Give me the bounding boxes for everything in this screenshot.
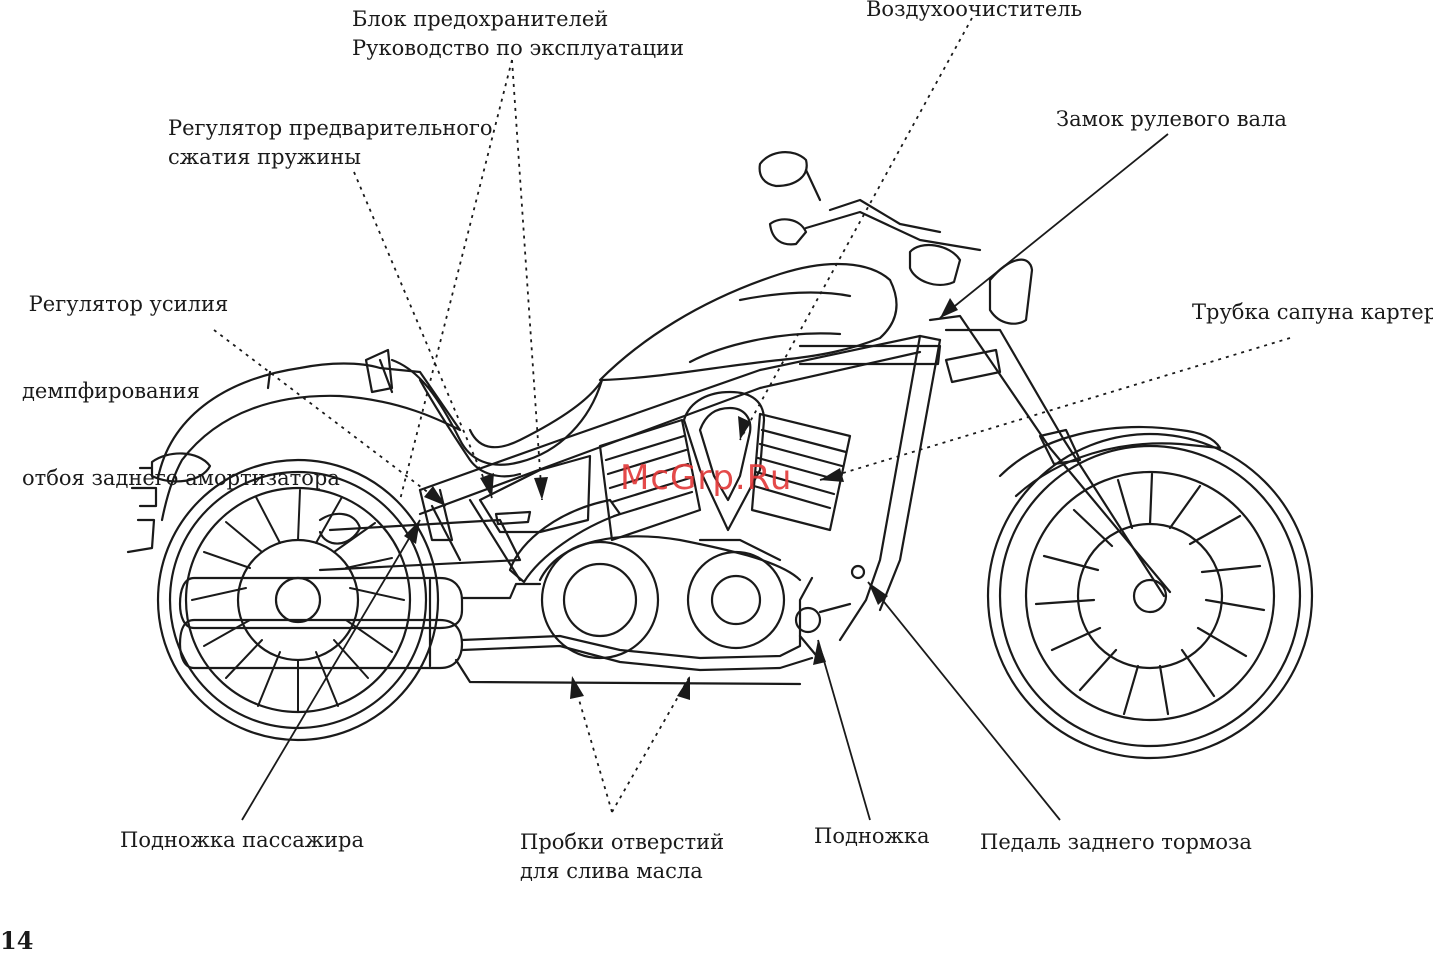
label-spring-preload-line1: Регулятор предварительного bbox=[168, 116, 493, 140]
label-drain-line1: Пробки отверстий bbox=[520, 830, 725, 854]
label-rear-brake-pedal: Педаль заднего тормоза bbox=[980, 828, 1252, 857]
leader-spring-preload bbox=[353, 171, 493, 499]
leader-breather bbox=[819, 337, 1291, 481]
leader-air-cleaner bbox=[739, 17, 973, 441]
label-breather-text: Трубка сапуна картера bbox=[1192, 300, 1433, 324]
engine bbox=[508, 390, 852, 660]
label-fuse-box: Блок предохранителей Руководство по эксп… bbox=[352, 5, 684, 63]
label-footpeg-text: Подножка bbox=[814, 824, 930, 848]
front-fender bbox=[998, 426, 1222, 498]
rear-wheel bbox=[156, 458, 440, 742]
mirror bbox=[758, 151, 808, 188]
page-number: 14 bbox=[0, 926, 34, 955]
label-rebound-line2: демпфирования bbox=[22, 379, 200, 403]
exhaust bbox=[178, 576, 814, 686]
leader-brake-pedal bbox=[867, 581, 1061, 821]
label-spring-preload-line2: сжатия пружины bbox=[168, 145, 361, 169]
footpeg-shape bbox=[794, 606, 822, 634]
leader-rebound bbox=[213, 329, 447, 507]
leader-drain-2 bbox=[611, 675, 691, 813]
label-rebound-line1: Регулятор усилия bbox=[22, 292, 229, 316]
leader-steering-lock bbox=[939, 133, 1169, 319]
label-rebound-line3: отбоя заднего амортизатора bbox=[22, 466, 340, 490]
label-drain-line2: для слива масла bbox=[520, 859, 703, 883]
label-spring-preload: Регулятор предварительного сжатия пружин… bbox=[168, 114, 493, 172]
label-footpeg: Подножка bbox=[814, 822, 930, 851]
leader-fuse-box-1 bbox=[511, 59, 543, 501]
rear-fender bbox=[156, 362, 462, 522]
seat bbox=[390, 358, 604, 466]
label-steering-lock: Замок рулевого вала bbox=[1056, 105, 1287, 134]
label-steering-lock-text: Замок рулевого вала bbox=[1056, 107, 1287, 131]
label-fuse-box-line2: Руководство по эксплуатации bbox=[352, 36, 684, 60]
leader-passenger-footpeg bbox=[241, 519, 421, 821]
headlight bbox=[988, 258, 1034, 325]
label-oil-drain-plugs: Пробки отверстий для слива масла bbox=[520, 828, 724, 886]
fuel-tank bbox=[598, 262, 898, 382]
label-fuse-box-line1: Блок предохранителей bbox=[352, 7, 609, 31]
leader-footpeg bbox=[817, 639, 871, 821]
label-rebound-damping: Регулятор усилия демпфирования отбоя зад… bbox=[22, 232, 340, 522]
label-passenger-footpeg: Подножка пассажира bbox=[120, 826, 364, 855]
label-crankcase-breather: Трубка сапуна картера bbox=[1192, 298, 1433, 327]
front-wheel bbox=[986, 432, 1314, 760]
watermark: McGrp.Ru bbox=[620, 458, 793, 498]
label-air-cleaner-text: Воздухоочиститель bbox=[866, 0, 1083, 21]
label-air-cleaner: Воздухоочиститель bbox=[866, 0, 1082, 24]
label-brake-text: Педаль заднего тормоза bbox=[980, 830, 1252, 854]
front-fork bbox=[928, 314, 1172, 594]
leader-fuse-box-2 bbox=[399, 59, 513, 501]
label-passenger-footpeg-text: Подножка пассажира bbox=[120, 828, 365, 852]
